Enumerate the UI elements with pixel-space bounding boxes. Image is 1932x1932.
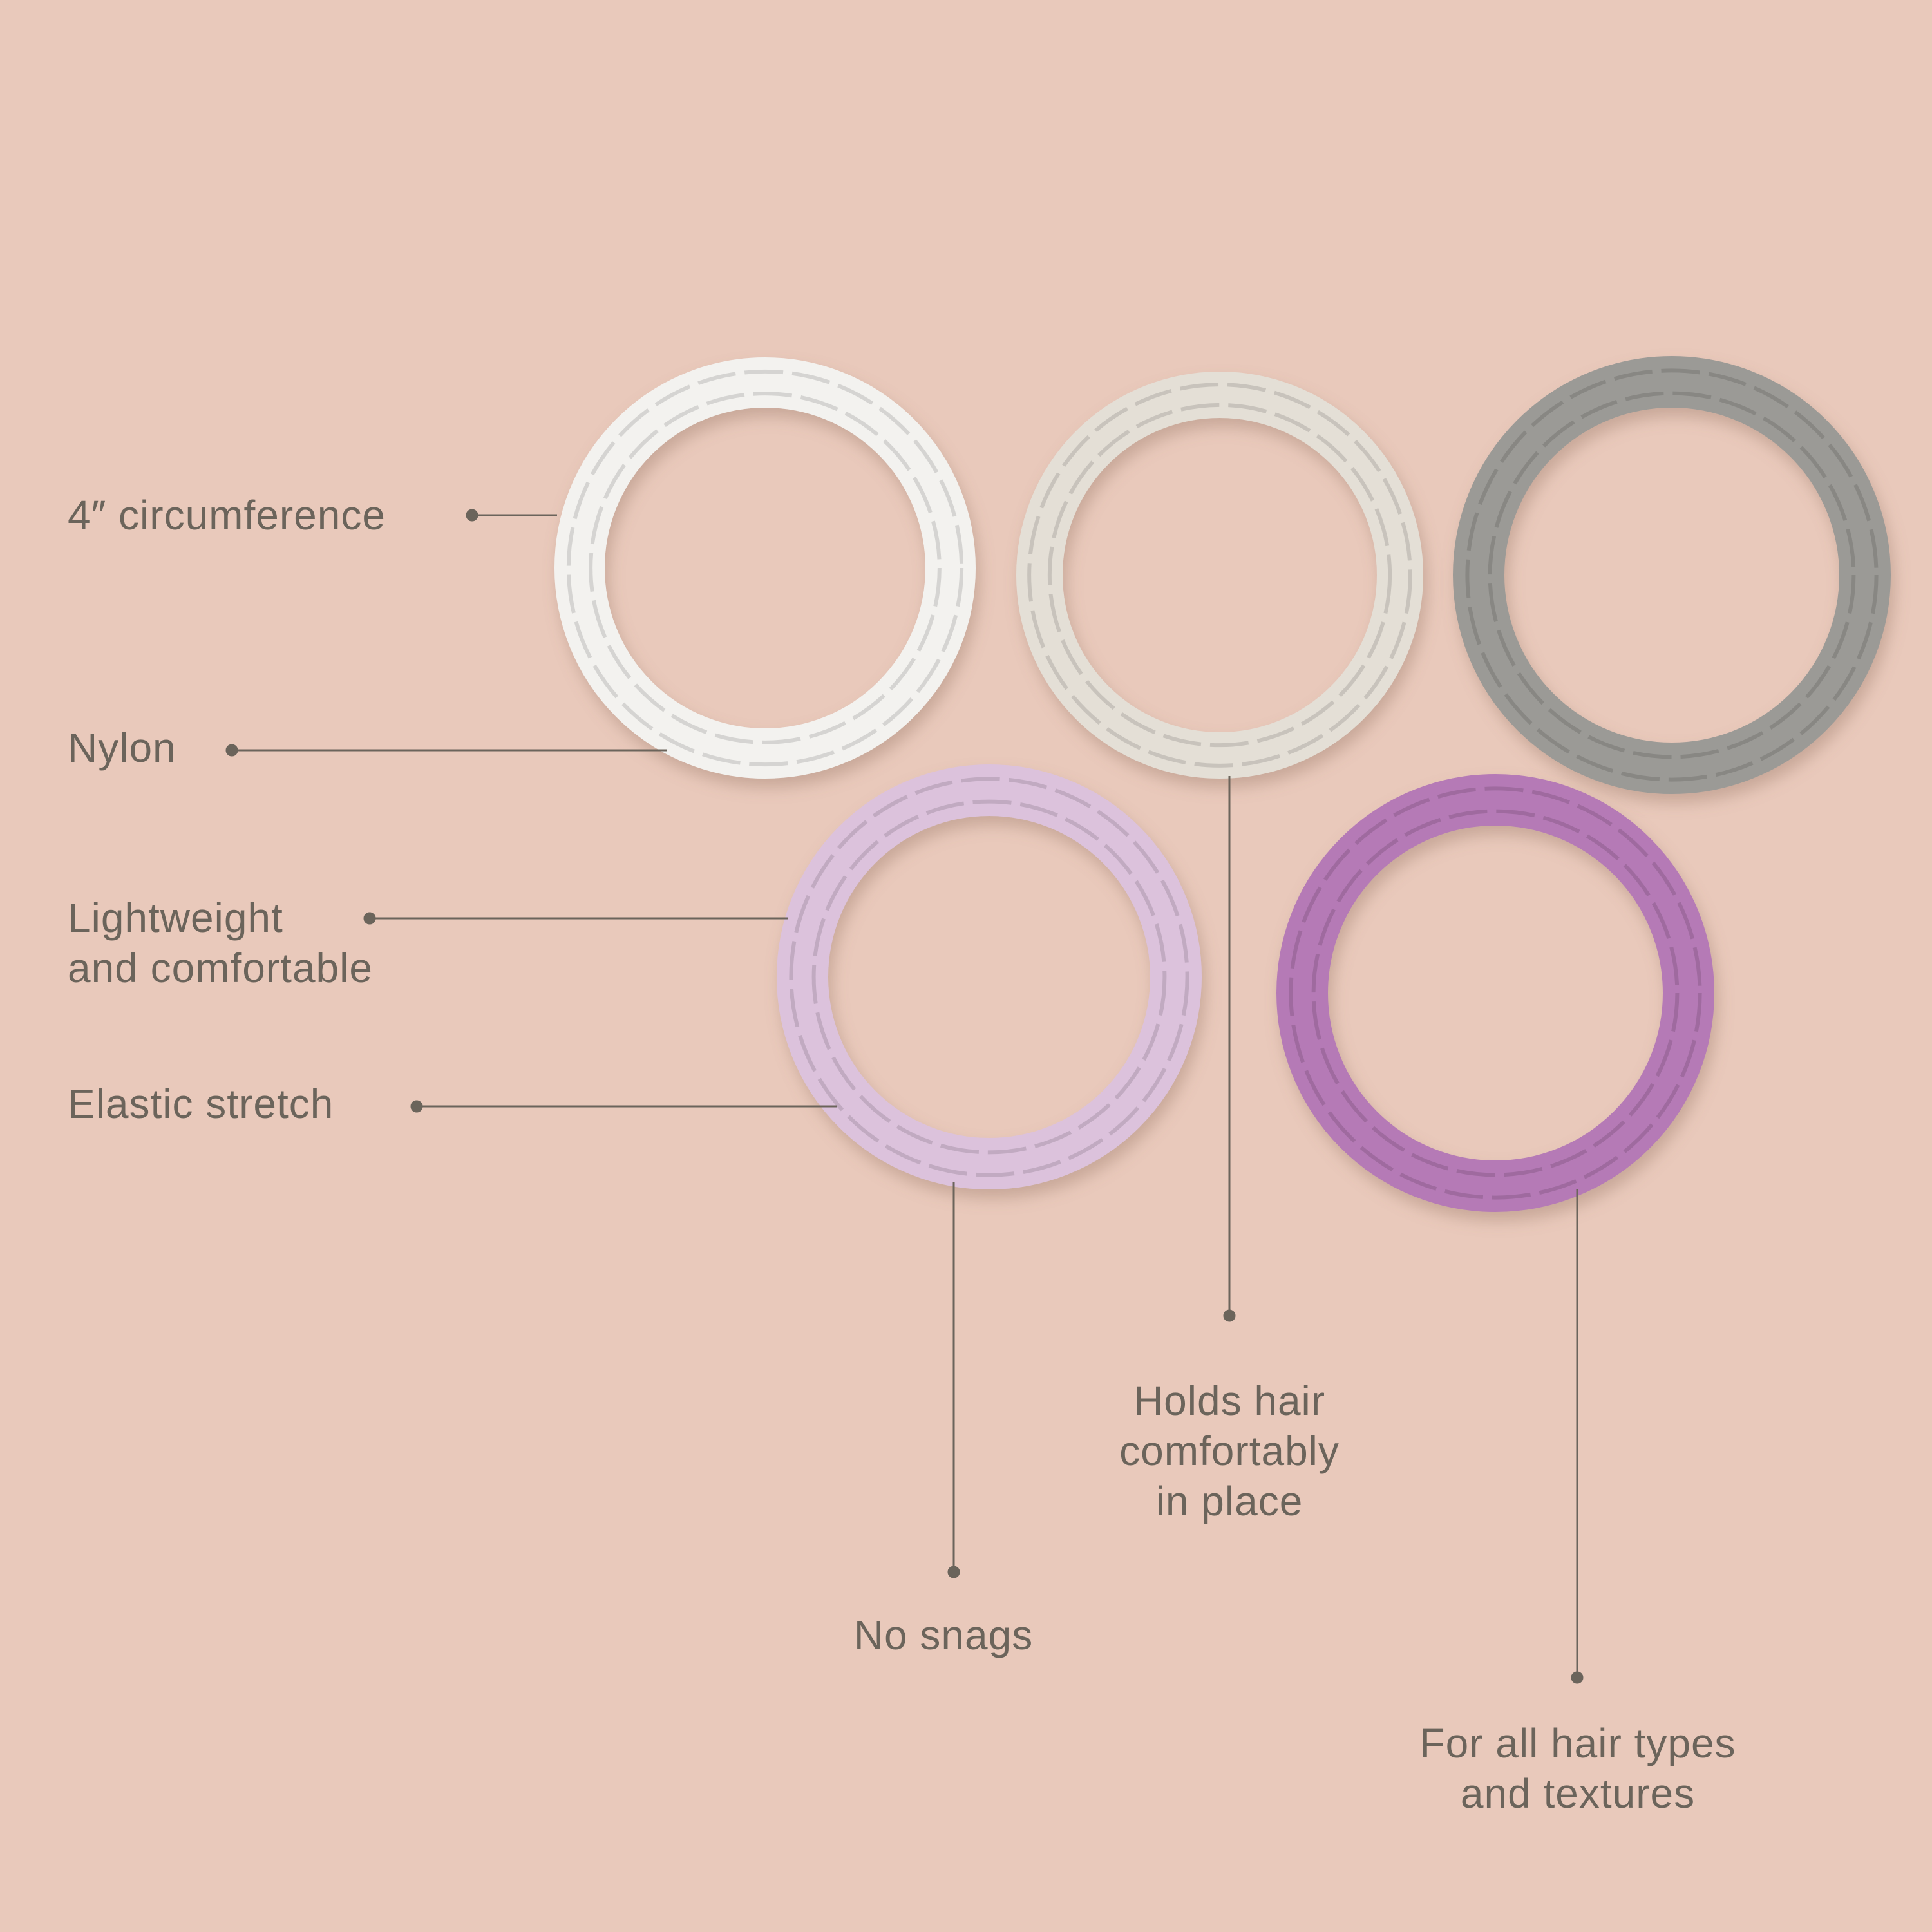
feature-lightweight-line1: Lightweight — [68, 895, 283, 941]
callout-lines — [225, 509, 1584, 1684]
callout-dot — [225, 744, 238, 757]
feature-lightweight-line2: and comfortable — [68, 945, 373, 991]
feature-no-snags: No snags — [853, 1612, 1034, 1658]
purple-hair-tie — [1276, 774, 1714, 1212]
feature-circumference: 4″ circumference — [68, 492, 386, 538]
feature-holds-line2: comfortably — [1119, 1428, 1340, 1474]
feature-hair-types: For all hair types and textures — [1419, 1718, 1736, 1819]
feature-holds-line1: Holds hair — [1133, 1378, 1326, 1424]
callout-dot — [1223, 1309, 1236, 1322]
callout-dot — [363, 912, 376, 925]
callout-dot — [466, 509, 478, 522]
beige-hair-tie — [1016, 372, 1423, 779]
lilac-hair-tie — [777, 764, 1202, 1189]
white-hair-tie — [554, 357, 976, 779]
callout-dot — [410, 1100, 423, 1113]
callout-dot — [1571, 1671, 1584, 1684]
feature-holds-line3: in place — [1155, 1478, 1303, 1524]
callout-dot — [947, 1566, 960, 1578]
gray-hair-tie — [1453, 356, 1891, 794]
feature-elastic: Elastic stretch — [68, 1081, 334, 1127]
feature-hair-types-line2: and textures — [1460, 1770, 1696, 1817]
feature-hair-types-line1: For all hair types — [1419, 1720, 1736, 1766]
feature-holds: Holds hair comfortably in place — [1119, 1376, 1340, 1526]
feature-material: Nylon — [68, 724, 176, 771]
feature-lightweight: Lightweight and comfortable — [68, 893, 373, 993]
